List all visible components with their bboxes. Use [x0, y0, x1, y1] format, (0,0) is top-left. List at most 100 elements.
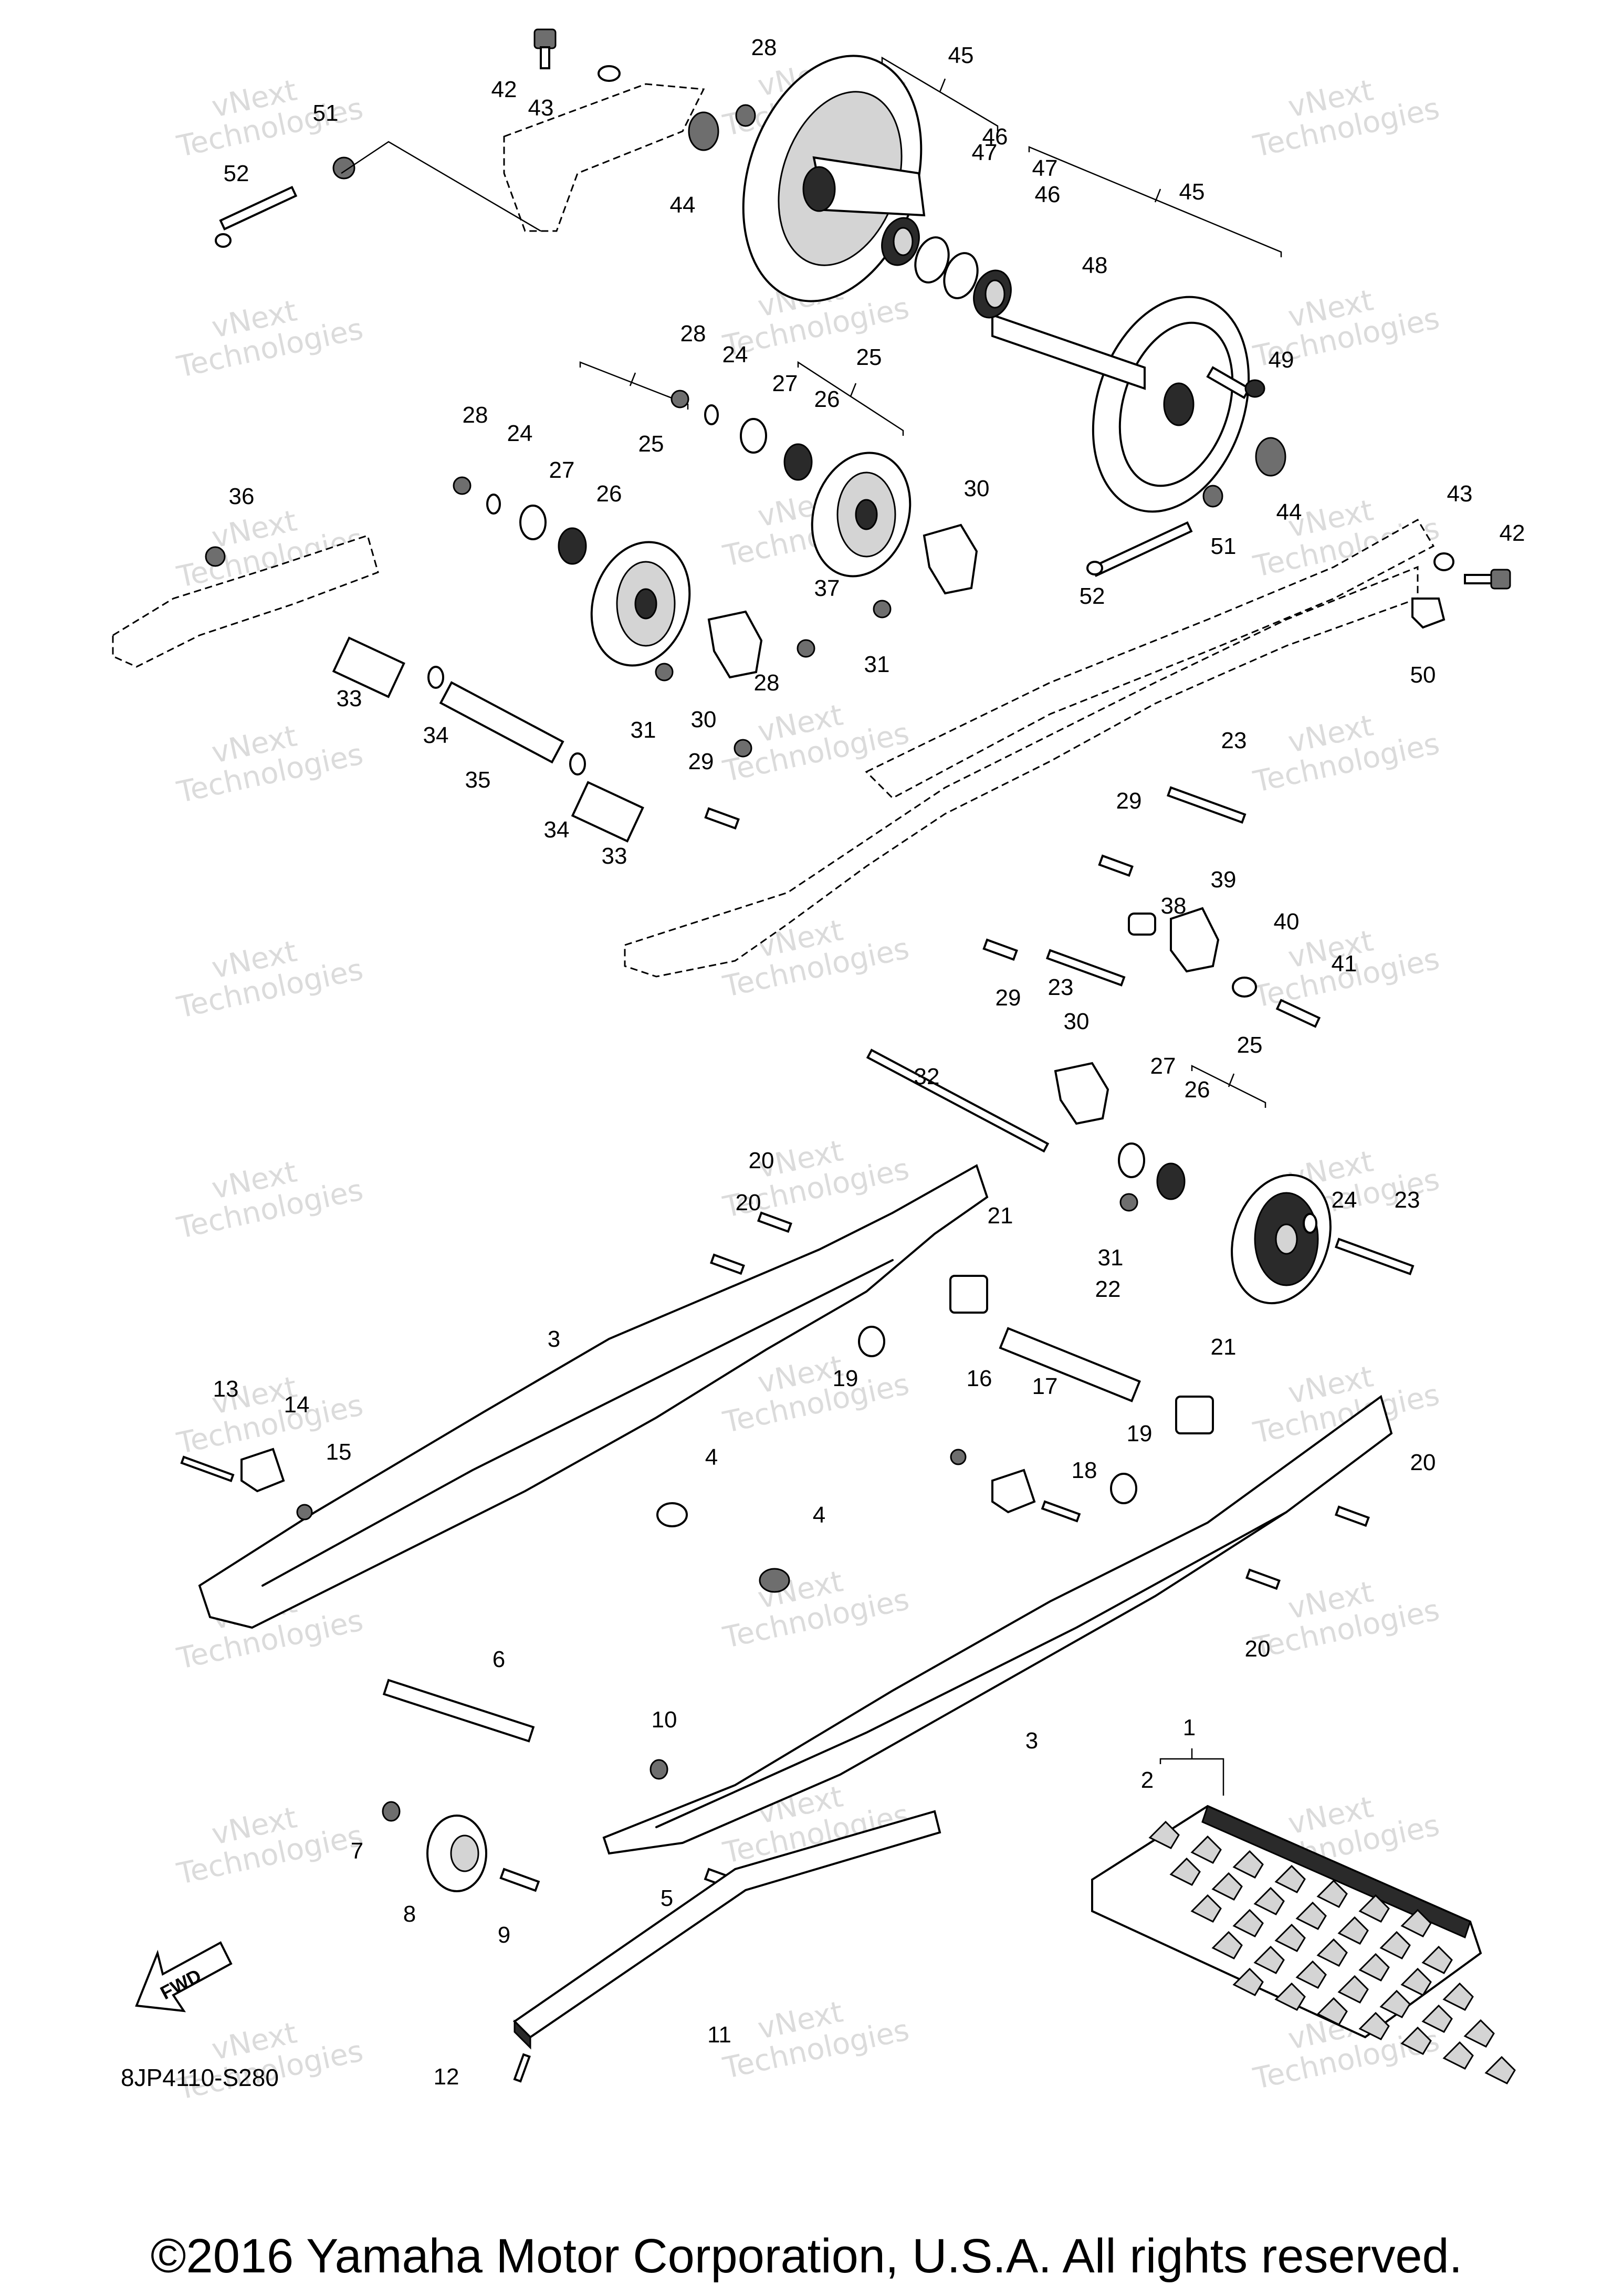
callout-3-2: 3: [1025, 1728, 1038, 1754]
washer-43-right: [1433, 552, 1454, 571]
callout-33-2: 33: [602, 843, 627, 869]
circlip-47: [914, 236, 979, 299]
callout-43-2: 43: [1447, 481, 1473, 507]
shaft-35: [439, 681, 564, 764]
callout-47-2: 47: [1032, 155, 1058, 181]
track-lug: [1274, 1982, 1306, 2011]
callout-34: 34: [423, 722, 449, 748]
track-lug: [1316, 1938, 1348, 1967]
nut-16: [950, 1449, 967, 1465]
callout-23-3: 23: [1395, 1187, 1420, 1213]
nut-28-top: [735, 104, 756, 127]
track-lug: [1316, 1997, 1348, 2026]
nut-51-right: [1202, 485, 1223, 508]
track-lug: [1358, 2011, 1390, 2040]
callout-29-2: 29: [1116, 788, 1142, 814]
wheel-25-upper: [811, 452, 912, 578]
track-lug: [1337, 1975, 1369, 2004]
callout-27-2: 27: [549, 457, 575, 483]
callout-15: 15: [326, 1439, 352, 1465]
callout-36: 36: [229, 484, 255, 509]
callout-21: 21: [988, 1203, 1013, 1229]
nut-51-top: [332, 156, 355, 180]
oring-34: [427, 666, 586, 775]
track-lug: [1169, 1857, 1201, 1886]
slide-rail-3-right: [602, 1395, 1393, 1855]
callout-29: 29: [688, 749, 714, 774]
collar-33: [332, 636, 644, 843]
callout-20-4: 20: [1245, 1636, 1271, 1662]
bolt-20: [709, 1211, 1370, 1590]
track-lug: [1358, 1894, 1390, 1923]
callout-50: 50: [1410, 662, 1436, 688]
callout-33: 33: [337, 686, 362, 711]
bolt-41: [1275, 999, 1321, 1028]
track-lug: [1274, 1864, 1306, 1893]
track-lug: [1463, 2019, 1495, 2048]
callout-24-2: 24: [507, 421, 533, 446]
bolt-23: [1045, 786, 1415, 1275]
washer-24: [486, 404, 1317, 1234]
callout-43: 43: [528, 95, 554, 121]
track-lug: [1253, 1886, 1285, 1915]
bolt-49: [1206, 366, 1265, 400]
callout-1: 1: [1183, 1715, 1196, 1741]
track-lug: [1190, 1835, 1222, 1864]
callout-47: 47: [972, 140, 998, 165]
track-lug: [1379, 1989, 1411, 2018]
track-lug: [1316, 1879, 1348, 1908]
wheel-25-lower: [1231, 1173, 1332, 1305]
callout-19-2: 19: [1127, 1421, 1153, 1446]
callout-46-2: 46: [1035, 182, 1061, 207]
callout-52-2: 52: [1080, 583, 1105, 609]
callout-51-2: 51: [1211, 533, 1237, 559]
callout-34-2: 34: [544, 817, 570, 843]
callout-42-2: 42: [1500, 520, 1525, 546]
bolt-18: [1041, 1500, 1081, 1523]
callout-44-2: 44: [1276, 499, 1302, 525]
callout-4-2: 4: [813, 1502, 825, 1528]
callout-31-3: 31: [1098, 1245, 1124, 1271]
callout-25-3: 25: [1237, 1032, 1263, 1058]
copyright: ©2016 Yamaha Motor Corporation, U.S.A. A…: [150, 2229, 1463, 2283]
track-lugs: [1148, 1820, 1516, 2084]
track-lug: [1337, 1916, 1369, 1945]
bolt-9: [499, 1868, 540, 1892]
callout-2: 2: [1141, 1767, 1154, 1793]
track-lug: [1295, 1960, 1327, 1989]
callout-46: 46: [982, 124, 1008, 150]
cap-39: [1170, 907, 1220, 973]
callout-5: 5: [661, 1885, 673, 1911]
track-lug: [1379, 1931, 1411, 1959]
cap-50: [1411, 597, 1446, 629]
callout-30-3: 30: [1064, 1009, 1090, 1034]
callout-23-2: 23: [1048, 974, 1074, 1000]
track-lug: [1295, 1901, 1327, 1930]
shaft-6: [382, 1679, 535, 1743]
callout-28: 28: [751, 35, 777, 60]
idler-wheel-45-rear: [1092, 296, 1250, 513]
callout-9: 9: [498, 1922, 510, 1948]
bracket-17: [991, 1469, 1036, 1514]
track-lug: [1148, 1820, 1180, 1849]
track-lug: [1484, 2056, 1516, 2084]
track-lug: [1232, 1967, 1264, 1996]
bolt-42-right: [1464, 569, 1511, 590]
track-lug: [1400, 2026, 1432, 2055]
screw-12: [513, 2053, 531, 2083]
callout-16: 16: [967, 1366, 992, 1391]
callout-24-3: 24: [1332, 1187, 1357, 1213]
callout-26-2: 26: [596, 481, 622, 507]
bolt-52-top: [215, 185, 298, 248]
track-lug: [1274, 1923, 1306, 1952]
washer-4: [656, 1502, 790, 1593]
track-lug: [1400, 1909, 1432, 1937]
nut-7: [382, 1801, 401, 1822]
callout-14: 14: [284, 1392, 310, 1418]
callout-29-3: 29: [996, 985, 1021, 1011]
callout-20: 20: [749, 1148, 774, 1173]
callout-32: 32: [914, 1064, 940, 1089]
leader-51-52: [341, 141, 541, 232]
